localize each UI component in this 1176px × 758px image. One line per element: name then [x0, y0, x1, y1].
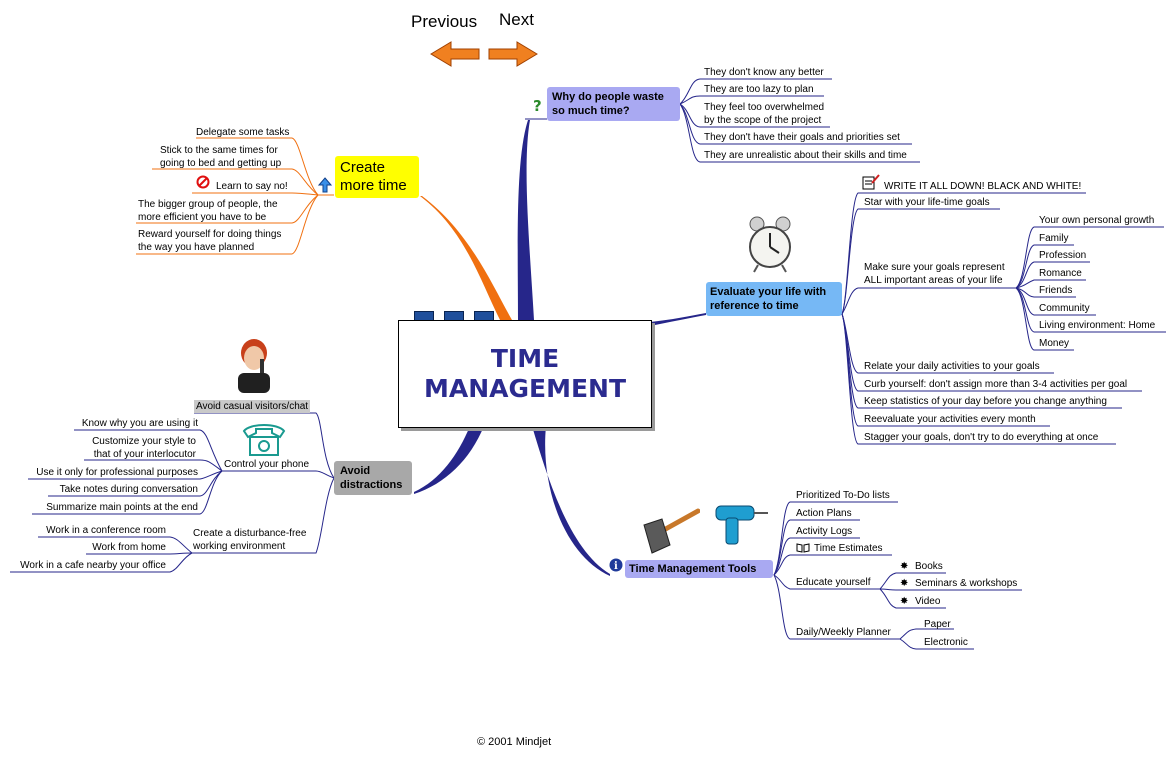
educate-item-2: Seminars & workshops	[915, 578, 1018, 589]
create-item-3: Learn to say no!	[216, 181, 288, 192]
topic-create-more-time[interactable]: Create more time	[335, 156, 419, 198]
area-item-6: Community	[1039, 303, 1090, 314]
why-item-5: They are unrealistic about their skills …	[704, 150, 907, 161]
area-item-8: Money	[1039, 338, 1070, 349]
env-item-1: Work in a conference room	[46, 525, 166, 536]
hammer-icon	[643, 508, 700, 554]
create-item-5b: the way you have planned	[138, 242, 255, 253]
why-item-1: They don't know any better	[704, 67, 824, 78]
previous-label[interactable]: Previous	[411, 12, 478, 31]
book-icon	[796, 543, 810, 553]
area-item-5: Friends	[1039, 285, 1073, 296]
why-item-2: They are too lazy to plan	[704, 84, 814, 95]
why-item-4: They don't have their goals and prioriti…	[704, 132, 900, 143]
create-item-2b: going to bed and getting up	[160, 158, 282, 169]
create-item-5a: Reward yourself for doing things	[138, 229, 282, 240]
central-topic[interactable]: TIME MANAGEMENT	[398, 320, 652, 428]
alarm-clock-icon	[749, 216, 791, 273]
topic-why-line1: Why do people waste	[552, 91, 664, 103]
bullet-icon: ✸	[900, 578, 909, 589]
evaluate-item-statistics: Keep statistics of your day before you c…	[864, 396, 1107, 407]
topic-create-line1: Create	[340, 159, 386, 176]
create-item-4b: more efficient you have to be	[138, 212, 267, 223]
branch-create	[420, 196, 512, 320]
create-item-4a: The bigger group of people, the	[138, 199, 278, 210]
phone-item-1: Know why you are using it	[81, 418, 198, 429]
why-item-3a: They feel too overwhelmed	[704, 102, 825, 113]
tools-item-6: Daily/Weekly Planner	[796, 627, 891, 638]
evaluate-item-relate: Relate your daily activities to your goa…	[864, 361, 1040, 372]
evaluate-item-lifetime: Star with your life-time goals	[864, 197, 990, 208]
bullet-icon: ✸	[900, 596, 909, 607]
next-label[interactable]: Next	[499, 10, 534, 29]
topic-time-management-tools[interactable]: Time Management Tools	[625, 560, 773, 578]
phone-item-3: Use it only for professional purposes	[36, 467, 198, 478]
avoid-phone-label: Control your phone	[224, 459, 310, 470]
copyright-footer: © 2001 Mindjet	[477, 736, 552, 748]
phone-item-4: Take notes during conversation	[59, 484, 198, 495]
tools-item-4: Time Estimates	[814, 543, 883, 554]
next-arrow-icon[interactable]	[487, 40, 539, 68]
glue-gun-icon	[715, 505, 768, 545]
notepad-pencil-icon	[862, 174, 880, 190]
topic-why-line2: so much time?	[552, 105, 630, 117]
planner-item-2: Electronic	[924, 637, 968, 648]
topic-why-waste-time[interactable]: Why do people waste so much time?	[547, 87, 680, 121]
topic-evaluate-line2: reference to time	[710, 300, 799, 312]
avoid-env-label-b: working environment	[193, 541, 286, 552]
phone-item-5: Summarize main points at the end	[46, 502, 198, 513]
no-entry-icon	[196, 175, 210, 189]
central-topic-line1: TIME	[490, 344, 560, 373]
educate-item-3: Video	[915, 596, 941, 607]
create-item-2a: Stick to the same times for	[160, 145, 278, 156]
evaluate-item-curb: Curb yourself: don't assign more than 3-…	[864, 379, 1128, 390]
evaluate-item-goals-a: Make sure your goals represent	[864, 262, 1005, 273]
bullet-icon: ✸	[900, 561, 909, 572]
area-item-1: Your own personal growth	[1039, 215, 1155, 226]
evaluate-item-reevaluate: Reevaluate your activities every month	[864, 414, 1036, 425]
area-item-3: Profession	[1039, 250, 1087, 261]
phone-item-2a: Customize your style to	[92, 436, 196, 447]
central-topic-line2: MANAGEMENT	[423, 374, 627, 403]
evaluate-item-goals-b: ALL important areas of your life	[864, 275, 1003, 286]
env-item-3: Work in a cafe nearby your office	[20, 560, 166, 571]
create-item-1: Delegate some tasks	[196, 127, 290, 138]
area-item-4: Romance	[1039, 268, 1082, 279]
evaluate-item-stagger: Stagger your goals, don't try to do ever…	[864, 432, 1099, 443]
branch-evaluate	[650, 313, 706, 326]
topic-create-line2: more time	[340, 177, 407, 194]
svg-text:?: ?	[533, 97, 542, 115]
tools-item-5: Educate yourself	[796, 577, 871, 588]
topic-tools-label: Time Management Tools	[629, 563, 757, 575]
educate-item-1: Books	[915, 561, 943, 572]
phone-item-2b: that of your interlocutor	[93, 449, 196, 460]
branch-tools	[532, 426, 610, 576]
question-icon: ?	[533, 97, 542, 115]
why-item-3b: by the scope of the project	[704, 115, 822, 126]
env-item-2: Work from home	[92, 542, 166, 553]
telephone-icon	[242, 424, 286, 456]
person-on-phone-icon	[238, 339, 270, 393]
branch-avoid	[414, 426, 484, 494]
topic-avoid-line1: Avoid	[340, 465, 371, 477]
tools-item-1: Prioritized To-Do lists	[796, 490, 890, 501]
topic-avoid-line2: distractions	[340, 479, 403, 491]
info-icon: i	[609, 558, 623, 572]
avoid-env-label-a: Create a disturbance-free	[193, 528, 307, 539]
area-item-2: Family	[1039, 233, 1069, 244]
tools-item-2: Action Plans	[796, 508, 852, 519]
avoid-visitors-label: Avoid casual visitors/chat	[194, 400, 311, 413]
area-item-7: Living environment: Home	[1039, 320, 1156, 331]
evaluate-item-write: WRITE IT ALL DOWN! BLACK AND WHITE!	[884, 181, 1082, 192]
svg-text:i: i	[614, 561, 618, 572]
topic-evaluate-line1: Evaluate your life with	[710, 286, 827, 298]
branch-why	[517, 120, 534, 320]
tools-item-3: Activity Logs	[796, 526, 853, 537]
previous-arrow-icon[interactable]	[429, 40, 481, 68]
planner-item-1: Paper	[924, 619, 951, 630]
arrow-up-icon	[318, 177, 332, 193]
topic-avoid-distractions[interactable]: Avoid distractions	[334, 461, 412, 495]
topic-evaluate-life[interactable]: Evaluate your life with reference to tim…	[706, 282, 842, 316]
